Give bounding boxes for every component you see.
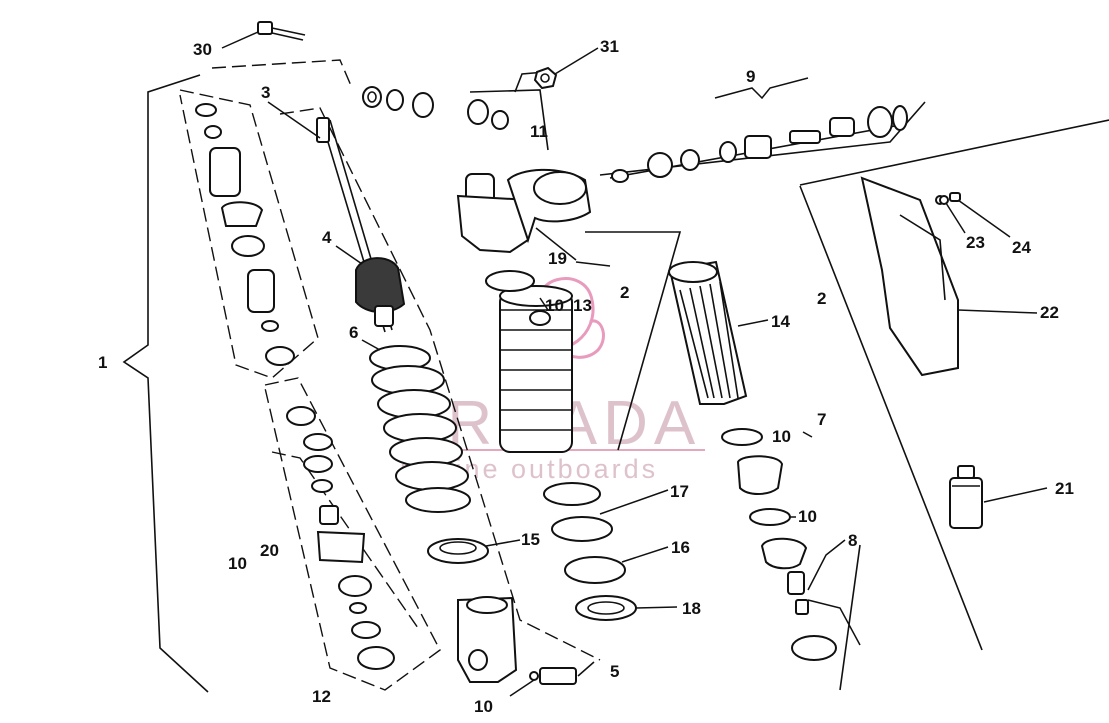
part-23-24-screw: [939, 192, 961, 205]
callout-9: 9: [746, 67, 755, 86]
part-17-16-locknuts: [543, 482, 626, 584]
callout-14: 14: [771, 312, 790, 331]
callout-12: 12: [312, 687, 331, 706]
part-1-valve-stack: [195, 103, 295, 366]
part-18-washer: [575, 595, 637, 621]
callout-11: 11: [530, 122, 548, 141]
part-22-mud-guard: [860, 176, 959, 377]
callout-30: 30: [193, 40, 212, 59]
callout-23: 23: [966, 233, 985, 252]
callout-2-boot: 2: [817, 289, 826, 308]
part-30-bolt: [257, 21, 306, 41]
part-9-valve-assembly: [609, 105, 908, 183]
part-7-reservoir-seals: [721, 428, 784, 495]
part-8-reservoir-cap: [749, 508, 837, 661]
part-6-coil-spring: [369, 345, 471, 513]
part-2-shock-body: [456, 168, 592, 453]
callout-1: 1: [98, 353, 107, 372]
callout-5: 5: [610, 662, 619, 681]
part-11-bushings: [362, 86, 509, 130]
callout-13: 13: [573, 296, 592, 315]
callout-31: 31: [600, 37, 619, 56]
callouts: 30 31 3 9 11 4 19 2 10 13 14 2 22 23 24 …: [98, 37, 1074, 716]
callout-10-valve: 10: [228, 554, 247, 573]
part-10-o-rings: [485, 270, 551, 326]
callout-17: 17: [670, 482, 689, 501]
part-21-oil-bottle: [949, 465, 983, 529]
part-14-bellows-boot: [668, 260, 748, 405]
callout-18: 18: [682, 599, 701, 618]
callout-19: 19: [548, 249, 567, 268]
callout-10-reservoir: 10: [772, 427, 791, 446]
part-15-spring-seat: [427, 538, 489, 564]
callout-4: 4: [322, 228, 332, 247]
callout-7: 7: [817, 410, 826, 429]
callout-24: 24: [1012, 238, 1031, 257]
part-12-body-seals: [286, 406, 395, 670]
callout-10-eye: 10: [474, 697, 493, 716]
part-31-nut: [533, 66, 558, 90]
callout-3: 3: [261, 83, 270, 102]
group-brackets: [122, 59, 1109, 693]
callout-20: 20: [260, 541, 279, 560]
callout-16: 16: [671, 538, 690, 557]
leader-lines: [221, 31, 1048, 697]
callout-15: 15: [521, 530, 540, 549]
part-5-lower-eye: [457, 596, 577, 685]
callout-6: 6: [349, 323, 358, 342]
part-4-bump-stop: [355, 257, 406, 327]
callout-10-cap: 10: [798, 507, 817, 526]
callout-8: 8: [848, 531, 857, 550]
callout-10-shock: 10: [545, 296, 564, 315]
callout-21: 21: [1055, 479, 1074, 498]
callout-22: 22: [1040, 303, 1059, 322]
callout-2-main: 2: [620, 283, 629, 302]
